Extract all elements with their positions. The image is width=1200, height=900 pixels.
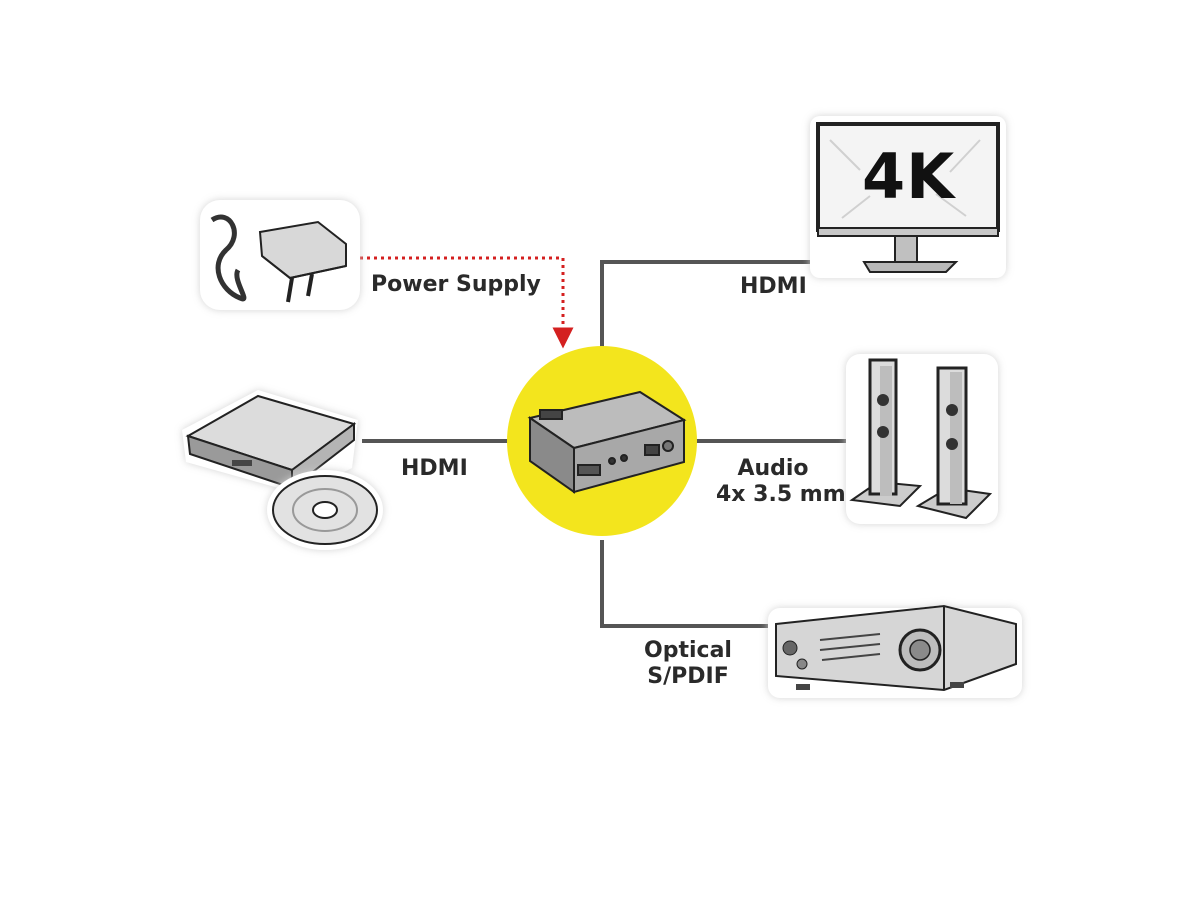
amplifier-icon [768,604,1022,698]
hdmi-audio-extractor-icon [527,390,687,494]
audio-label-line2: 4x 3.5 mm [716,482,846,507]
connector-lines [362,260,864,628]
monitor-screen-label: 4K [862,140,956,213]
audio-label-line1: Audio [737,456,809,481]
power-supply-label: Power Supply [371,272,541,297]
power-supply-line [332,256,574,349]
hdmi-out-label: HDMI [740,274,807,299]
monitor-icon [810,116,1006,278]
dvd-player-icon [182,390,358,494]
speakers-icon [846,354,998,524]
optical-line [600,540,775,628]
hdmi-out-line [600,260,864,380]
disc-icon [267,470,383,550]
hdmi-in-label: HDMI [401,456,468,481]
optical-label-line1: Optical [644,638,732,663]
power-adapter-icon [200,200,360,310]
optical-label-line2: S/PDIF [647,664,729,689]
